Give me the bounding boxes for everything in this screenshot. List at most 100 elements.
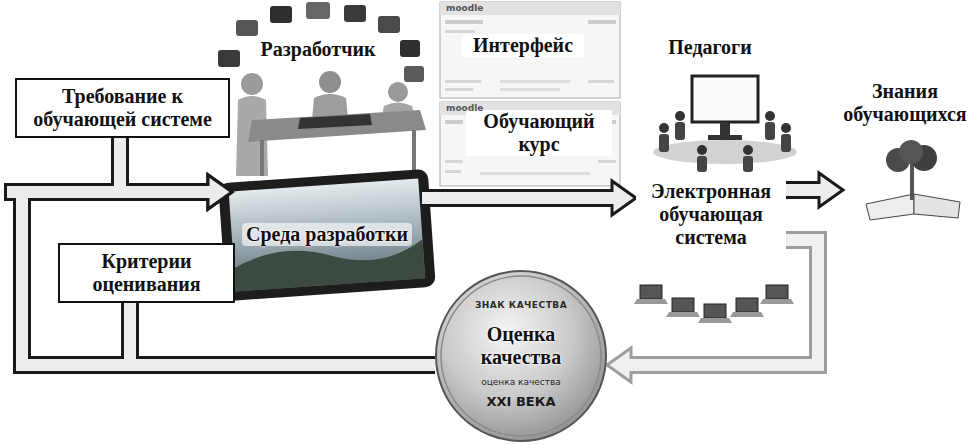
arrow-outlines bbox=[4, 138, 819, 365]
tree-book-illustration bbox=[866, 140, 960, 220]
medal-small-text: оценка качества bbox=[481, 377, 561, 387]
screenshot-illustration bbox=[445, 170, 461, 173]
developer-illustration bbox=[344, 5, 366, 22]
laptops-illustration bbox=[634, 285, 794, 323]
node-text: Педагоги bbox=[655, 36, 765, 59]
screenshot-illustration bbox=[440, 2, 620, 186]
dev-environment-tablet: Среда разработки bbox=[232, 178, 422, 290]
laptops-illustration bbox=[634, 299, 668, 304]
developer-label: Разработчик bbox=[252, 38, 384, 61]
screenshot-illustration bbox=[440, 2, 620, 15]
elearning-system-label: Электронная обучающая система bbox=[636, 180, 786, 249]
developer-illustration bbox=[412, 130, 416, 172]
teachers-illustration bbox=[765, 111, 775, 121]
screenshot-illustration bbox=[500, 80, 570, 83]
developer-illustration bbox=[260, 140, 264, 176]
node-text: Оценка качества bbox=[466, 323, 576, 369]
tablet-illustration bbox=[233, 239, 425, 291]
node-text: Критерии оценивания bbox=[66, 250, 227, 296]
teachers-illustration bbox=[653, 140, 797, 164]
node-text: Среда разработки bbox=[242, 223, 412, 246]
teachers-illustration bbox=[781, 134, 791, 152]
node-text: Требование к обучающей системе bbox=[23, 85, 222, 131]
arrow-fills bbox=[7, 138, 823, 365]
screenshot-illustration bbox=[445, 30, 475, 33]
developer-illustration bbox=[241, 73, 263, 95]
teachers-illustration bbox=[708, 135, 742, 140]
teachers-illustration bbox=[653, 76, 797, 172]
screenshot-illustration bbox=[598, 160, 616, 163]
flow-arrow bbox=[786, 184, 823, 196]
flow-arrow bbox=[627, 240, 818, 365]
medal-century-text: XXI ВЕКА bbox=[487, 394, 556, 409]
screenshot-illustration bbox=[588, 20, 616, 24]
laptops-illustration bbox=[766, 285, 788, 299]
interface-label: Интерфейс bbox=[462, 34, 584, 57]
node-text: Знания обучающихся bbox=[843, 80, 967, 126]
screenshot-illustration bbox=[445, 20, 483, 24]
teachers-illustration bbox=[743, 145, 753, 155]
logo-text: moodle bbox=[446, 103, 483, 113]
screenshot-illustration bbox=[480, 172, 590, 175]
flow-arrow bbox=[631, 240, 818, 365]
teachers-illustration bbox=[692, 76, 758, 122]
medal-disc bbox=[436, 271, 606, 441]
node-text: Разработчик bbox=[252, 38, 384, 61]
developer-illustration bbox=[400, 40, 420, 57]
tree-book-illustration bbox=[866, 194, 914, 220]
teachers-illustration bbox=[675, 111, 685, 121]
laptops-illustration bbox=[640, 285, 662, 299]
screenshot-illustration bbox=[588, 80, 614, 83]
developer-illustration bbox=[298, 114, 372, 129]
knowledge-label: Знания обучающихся bbox=[843, 78, 967, 218]
laptops-illustration bbox=[634, 285, 668, 304]
teachers-illustration bbox=[675, 122, 685, 140]
screenshot-illustration bbox=[445, 120, 463, 124]
flow-arrow bbox=[422, 192, 616, 204]
screenshot-illustration bbox=[445, 80, 481, 83]
teachers-illustration bbox=[659, 134, 669, 152]
medal-ring bbox=[441, 276, 601, 436]
tablet-illustration bbox=[229, 178, 426, 291]
tablet-illustration bbox=[218, 169, 436, 301]
laptops-illustration bbox=[698, 304, 732, 323]
tree-book-illustration bbox=[914, 194, 960, 218]
screenshot-illustration bbox=[445, 88, 473, 91]
developer-illustration bbox=[218, 50, 240, 67]
developer-illustration bbox=[306, 2, 330, 19]
teachers-illustration bbox=[781, 123, 791, 133]
medal-ring-text: ЗНАК КАЧЕСТВА bbox=[475, 300, 567, 310]
flow-arrow bbox=[120, 138, 212, 192]
screenshot-illustration bbox=[440, 2, 620, 98]
laptops-illustration bbox=[704, 304, 726, 318]
teachers-label: Педагоги bbox=[655, 36, 765, 59]
screenshot-illustration bbox=[440, 102, 620, 186]
teachers-illustration bbox=[720, 122, 730, 136]
flow-arrow bbox=[22, 192, 435, 365]
teachers-illustration bbox=[659, 123, 669, 133]
tablet-illustration bbox=[218, 169, 436, 301]
laptops-illustration bbox=[698, 318, 732, 323]
developer-illustration bbox=[236, 20, 258, 36]
screenshot-illustration bbox=[445, 160, 463, 163]
laptops-illustration bbox=[672, 298, 694, 312]
criteria-box: Критерии оценивания bbox=[58, 243, 235, 303]
tree-book-illustration bbox=[910, 162, 914, 200]
laptops-illustration bbox=[730, 298, 764, 317]
logo-text: moodle bbox=[446, 3, 483, 13]
developer-illustration bbox=[248, 110, 426, 142]
laptops-illustration bbox=[666, 298, 700, 317]
laptops-illustration bbox=[736, 298, 758, 312]
quality-medal: Оценка качества bbox=[435, 270, 607, 442]
requirement-box: Требование к обучающей системе bbox=[15, 78, 230, 138]
tree-book-illustration bbox=[899, 140, 923, 164]
course-label: Обучающий курс bbox=[466, 110, 612, 156]
flow-arrow bbox=[22, 192, 435, 365]
developer-illustration bbox=[319, 71, 341, 93]
developer-illustration bbox=[388, 82, 408, 102]
node-text: Обучающий курс bbox=[466, 110, 612, 156]
node-text: Интерфейс bbox=[462, 34, 584, 57]
developer-illustration bbox=[404, 66, 424, 82]
teachers-illustration bbox=[697, 145, 707, 155]
